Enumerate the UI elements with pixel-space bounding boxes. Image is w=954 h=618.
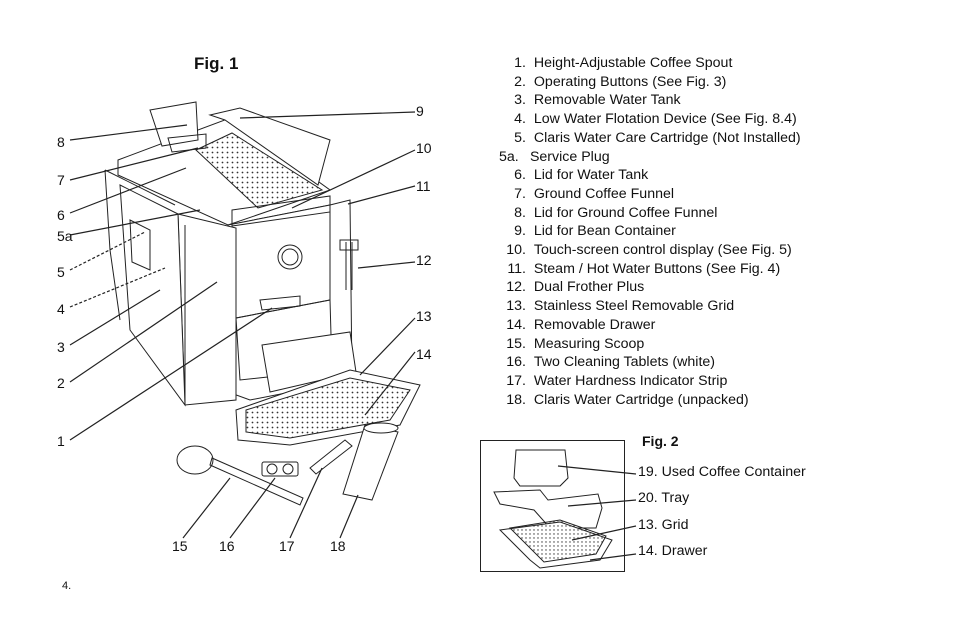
callout-6: 6	[57, 207, 65, 223]
fig2-label-used-coffee-container: 19. Used Coffee Container	[638, 464, 806, 480]
callout-3: 3	[57, 339, 65, 355]
callout-2: 2	[57, 375, 65, 391]
fig1-illustration: 1 2 3 4 5 5a 6 7 8 9 10 11 12 13 14 15 1…	[57, 101, 432, 554]
callout-5: 5	[57, 264, 65, 280]
legend-item: 5a. Service Plug	[499, 148, 610, 165]
callout-5a: 5a	[57, 228, 73, 244]
fig1-title: Fig. 1	[194, 54, 239, 73]
legend-item: 7. Ground Coffee Funnel	[514, 185, 675, 202]
callout-leader-lines	[69, 111, 416, 539]
legend-item: 13. Stainless Steel Removable Grid	[506, 298, 735, 315]
legend-item: 2. Operating Buttons (See Fig. 3)	[514, 73, 727, 90]
legend-item: 11. Steam / Hot Water Buttons (See Fig. …	[507, 260, 781, 277]
callout-12: 12	[416, 252, 432, 268]
callout-11: 11	[416, 178, 431, 194]
callout-10: 10	[416, 140, 432, 156]
callout-18: 18	[330, 538, 346, 554]
callout-13: 13	[416, 308, 432, 324]
callout-16: 16	[219, 538, 235, 554]
page-number: 4.	[62, 580, 72, 592]
legend-item: 15. Measuring Scoop	[506, 335, 645, 352]
legend-item: 16. Two Cleaning Tablets (white)	[506, 354, 716, 371]
callout-4: 4	[57, 301, 65, 317]
callout-8: 8	[57, 134, 65, 150]
legend-item: 18. Claris Water Cartridge (unpacked)	[506, 391, 749, 408]
callout-15: 15	[172, 538, 188, 554]
parts-legend: 1. Height-Adjustable Coffee Spout 2. Ope…	[490, 54, 801, 409]
legend-item: 1. Height-Adjustable Coffee Spout	[514, 55, 733, 71]
legend-item: 5. Claris Water Care Cartridge (Not Inst…	[514, 129, 801, 146]
callout-7: 7	[57, 172, 65, 188]
callout-17: 17	[279, 538, 295, 554]
fig2-label-tray: 20. Tray	[638, 490, 690, 506]
legend-item: 17. Water Hardness Indicator Strip	[506, 372, 728, 389]
callout-14: 14	[416, 346, 432, 362]
legend-item: 14. Removable Drawer	[506, 316, 656, 333]
fig2-title: Fig. 2	[642, 433, 679, 449]
callout-numbers: 1 2 3 4 5 5a 6 7 8 9 10 11 12 13 14 15 1…	[57, 103, 432, 554]
legend-item: 6. Lid for Water Tank	[514, 167, 649, 184]
legend-item: 10. Touch-screen control display (See Fi…	[506, 242, 792, 259]
fig2-label-grid: 13. Grid	[638, 517, 689, 533]
legend-item: 9. Lid for Bean Container	[514, 223, 676, 240]
legend-item: 3. Removable Water Tank	[514, 92, 681, 109]
coffee-machine-drawing	[104, 101, 421, 506]
legend-item: 8. Lid for Ground Coffee Funnel	[514, 204, 718, 221]
fig2-label-drawer: 14. Drawer	[638, 543, 708, 559]
legend-item: 4. Low Water Flotation Device (See Fig. …	[514, 111, 797, 128]
legend-item: 12. Dual Frother Plus	[506, 279, 645, 296]
callout-9: 9	[416, 103, 424, 119]
callout-1: 1	[57, 433, 65, 449]
fig2-frame	[480, 440, 625, 572]
